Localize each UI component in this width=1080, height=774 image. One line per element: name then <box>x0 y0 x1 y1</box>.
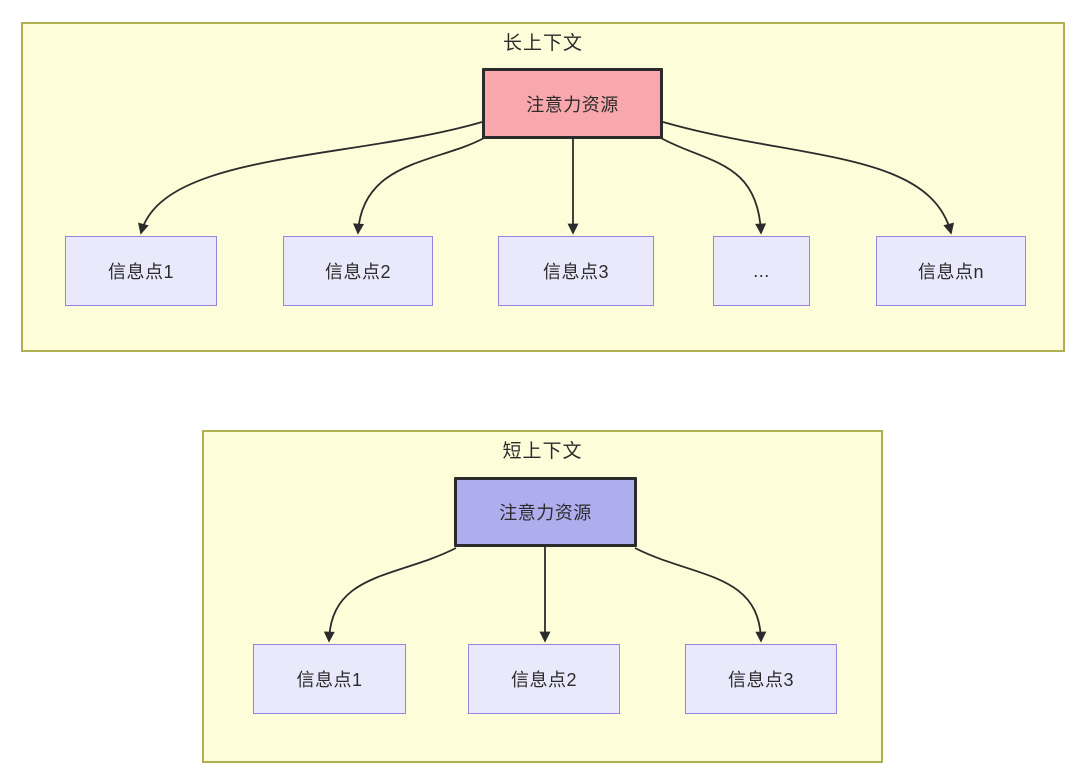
arrow-long-to-ellipsis <box>660 137 767 235</box>
long-context-title: 长上下文 <box>502 33 583 54</box>
arrow-short-to-info1 <box>323 547 457 643</box>
long-attention-box: 注意力资源 <box>482 68 663 139</box>
short-info-node-1: 信息点1 <box>253 644 406 714</box>
arrow-short-to-info3 <box>634 547 767 643</box>
long-info-node-3: 信息点3 <box>498 236 654 306</box>
short-info-node-2: 信息点2 <box>468 644 620 714</box>
short-info-node-3: 信息点3 <box>685 644 837 714</box>
short-attention-box: 注意力资源 <box>454 477 637 547</box>
long-info-node-n: 信息点n <box>876 236 1026 306</box>
short-context-title: 短上下文 <box>502 441 583 462</box>
arrow-long-to-infon <box>662 121 955 235</box>
long-info-node-1: 信息点1 <box>65 236 217 306</box>
arrow-long-to-info1 <box>138 121 483 235</box>
long-info-node-2: 信息点2 <box>283 236 433 306</box>
long-info-node-ellipsis: ... <box>713 236 810 306</box>
arrow-long-to-info2 <box>353 137 485 235</box>
